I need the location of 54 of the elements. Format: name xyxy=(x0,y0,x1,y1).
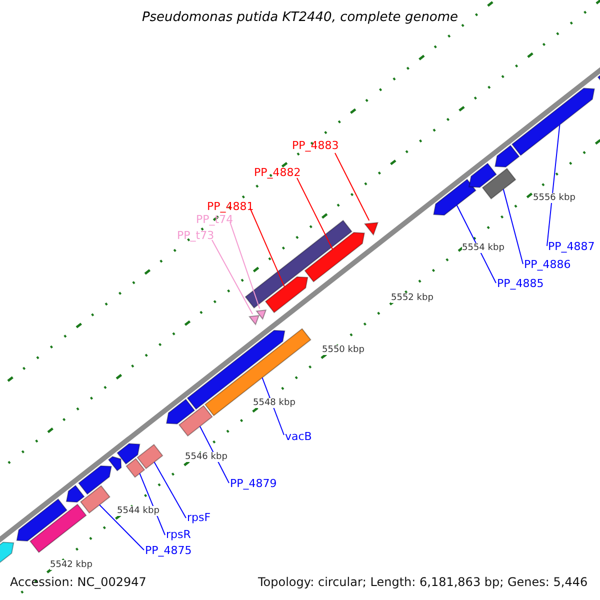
leader-line xyxy=(456,204,496,284)
scale-label: 5548 kbp xyxy=(253,398,296,408)
gene-feature xyxy=(494,144,520,168)
scale-label: 5554 kbp xyxy=(462,243,504,253)
gene-label: PP_4875 xyxy=(145,545,192,557)
leader-line xyxy=(296,178,333,250)
gene-label: PP_4881 xyxy=(207,201,254,213)
gene-label: PP_4879 xyxy=(230,478,277,490)
leader-line xyxy=(546,124,560,246)
gene-feature xyxy=(136,444,164,470)
gene-feature xyxy=(80,485,110,514)
scale-label: 5544 kbp xyxy=(117,506,160,516)
scale-label: 5556 kbp xyxy=(533,193,576,203)
gene-feature xyxy=(482,168,516,200)
gene-label: PP_t74 xyxy=(196,214,234,226)
gene-feature xyxy=(108,456,122,472)
gene-feature xyxy=(511,88,595,156)
gene-feature xyxy=(244,220,352,309)
gene-label: PP_4883 xyxy=(292,140,339,152)
leader-line xyxy=(334,152,370,221)
gene-feature xyxy=(468,162,497,188)
leader-line xyxy=(212,240,254,315)
scale-label: 5552 kbp xyxy=(391,293,434,303)
gene-label: rpsF xyxy=(187,512,211,524)
gene-feature xyxy=(78,465,112,495)
leader-line xyxy=(230,222,260,310)
gene-label: PP_4885 xyxy=(497,278,544,290)
leader-line xyxy=(154,462,186,518)
gene-feature xyxy=(178,405,213,437)
gene-feature xyxy=(30,504,87,554)
gene-feature xyxy=(433,178,476,216)
gene-feature xyxy=(304,232,365,282)
leader-line xyxy=(250,208,285,288)
gene-label: PP_t73 xyxy=(177,230,214,242)
title: Pseudomonas putida KT2440, complete genome xyxy=(140,10,460,25)
gene-label: rpsR xyxy=(166,529,191,541)
footer-text: Topology: circular; Length: 6,181,863 bp; Genes: 5,446 xyxy=(258,575,588,590)
gene-feature xyxy=(166,398,196,424)
leader-line xyxy=(99,504,144,550)
gene-feature xyxy=(264,276,308,314)
gene-label: PP_4887 xyxy=(548,241,595,253)
gene-label: PP_4886 xyxy=(524,259,571,271)
gene-label: vacB xyxy=(285,431,312,443)
scale-label: 5542 kbp xyxy=(50,560,92,570)
footer-text: Accession: NC_002947 xyxy=(10,575,146,590)
gene-label: PP_4882 xyxy=(254,167,301,179)
gene-feature xyxy=(16,498,68,542)
gene-feature xyxy=(204,328,312,416)
gene-feature xyxy=(116,443,140,465)
gene-marker xyxy=(364,222,379,236)
scale-label: 5550 kbp xyxy=(322,345,364,355)
scale-label: 5546 kbp xyxy=(185,452,228,462)
gene-marker xyxy=(248,315,260,326)
gene-feature xyxy=(126,458,146,478)
